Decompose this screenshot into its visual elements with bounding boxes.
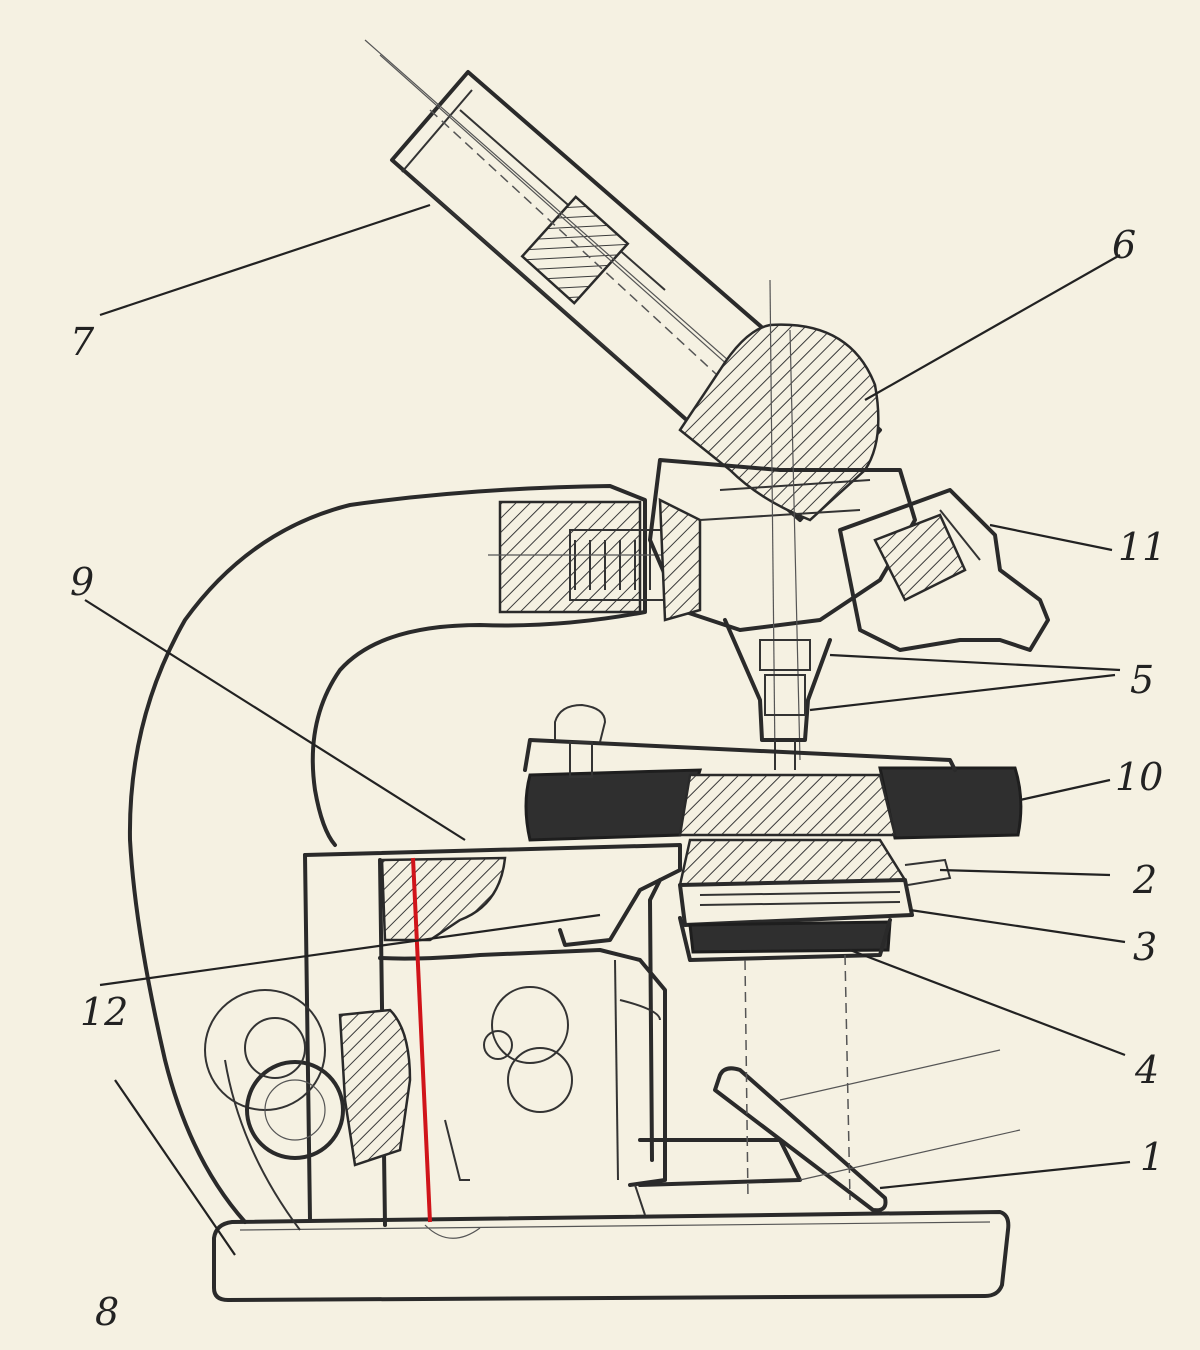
condenser — [678, 838, 952, 962]
red-marker-line — [411, 857, 432, 1223]
gear-mechanism — [204, 986, 661, 1181]
leader-lines — [84, 203, 1131, 1256]
label-10: 10 — [1115, 755, 1163, 799]
head — [648, 279, 917, 761]
label-3: 3 — [1133, 925, 1157, 969]
label-11: 11 — [1118, 525, 1166, 569]
base — [212, 1210, 1011, 1302]
label-6: 6 — [1112, 223, 1136, 267]
objectives — [723, 618, 832, 770]
stage — [523, 703, 1023, 842]
arm — [127, 484, 700, 1231]
side-tube — [838, 488, 1050, 652]
label-5: 5 — [1130, 658, 1154, 702]
part-labels: 1 2 3 4 5 6 7 8 9 10 11 12 — [70, 223, 1166, 1334]
label-9: 9 — [70, 560, 94, 604]
label-1: 1 — [1140, 1135, 1164, 1179]
label-7: 7 — [70, 320, 95, 364]
mirror — [634, 954, 1021, 1216]
label-12: 12 — [80, 990, 128, 1034]
label-2: 2 — [1132, 858, 1157, 902]
body-tube — [364, 39, 882, 522]
label-8: 8 — [95, 1290, 119, 1334]
label-4: 4 — [1134, 1048, 1159, 1092]
